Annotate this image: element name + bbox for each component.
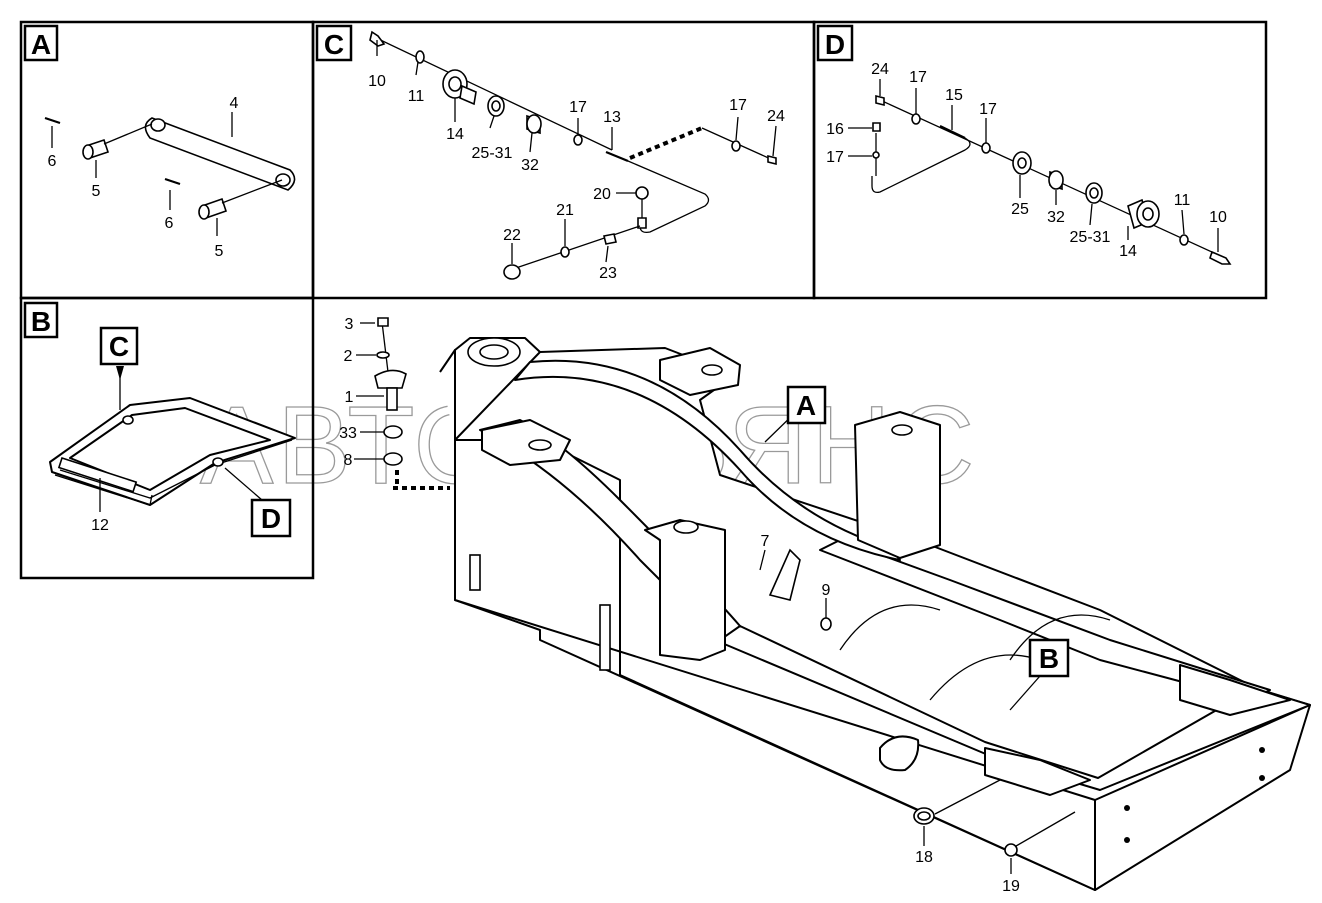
washer bbox=[415, 50, 425, 64]
roll-pin-lower bbox=[164, 177, 181, 186]
label-7: 7 bbox=[761, 533, 770, 550]
label-10: 10 bbox=[368, 73, 386, 90]
label-6: 6 bbox=[48, 153, 57, 170]
main-frame-drawing bbox=[354, 317, 1311, 891]
label-23: 23 bbox=[599, 265, 617, 282]
svg-text:B: B bbox=[31, 306, 51, 337]
svg-text:C: C bbox=[324, 29, 344, 60]
label-10-d: 10 bbox=[1209, 209, 1227, 226]
svg-text:D: D bbox=[825, 29, 845, 60]
callout-d-box: D bbox=[250, 498, 292, 538]
seal-ring-17 bbox=[911, 113, 921, 125]
grease-pipe bbox=[605, 150, 629, 163]
label-8: 8 bbox=[344, 452, 353, 469]
panel-d-tag: D bbox=[816, 24, 854, 62]
label-24: 24 bbox=[767, 108, 785, 125]
label-19: 19 bbox=[1002, 878, 1020, 895]
callout-c-box: C bbox=[99, 326, 139, 366]
label-17-d2: 17 bbox=[979, 101, 997, 118]
label-17: 17 bbox=[569, 99, 587, 116]
panel-a-frame bbox=[19, 20, 315, 300]
panel-c-drawing bbox=[369, 30, 777, 280]
label-15: 15 bbox=[945, 87, 963, 104]
panel-b-drawing bbox=[49, 366, 296, 512]
grease-pipe-15 bbox=[939, 125, 966, 139]
svg-text:D: D bbox=[261, 503, 281, 534]
washer-11 bbox=[1179, 234, 1189, 246]
callout-b-box: B bbox=[1028, 638, 1070, 678]
bolt-10 bbox=[1209, 250, 1232, 265]
link-bar bbox=[144, 117, 296, 191]
svg-text:B: B bbox=[1039, 643, 1059, 674]
label-32: 32 bbox=[521, 157, 539, 174]
label-25-31-d: 25-31 bbox=[1070, 229, 1111, 246]
label-17-d3: 17 bbox=[826, 149, 844, 166]
label-5-lower: 5 bbox=[215, 243, 224, 260]
label-24-d: 24 bbox=[871, 61, 889, 78]
panel-d-drawing bbox=[848, 79, 1232, 265]
label-14: 14 bbox=[446, 126, 464, 143]
label-21: 21 bbox=[556, 202, 574, 219]
label-9: 9 bbox=[822, 582, 831, 599]
panel-b-tag: B bbox=[23, 301, 59, 339]
grease-nipple-24 bbox=[875, 94, 885, 107]
fitting-16 bbox=[872, 122, 881, 132]
plug bbox=[503, 264, 521, 280]
label-11-d: 11 bbox=[1174, 192, 1191, 209]
label-32-d: 32 bbox=[1047, 209, 1065, 226]
label-6-lower: 6 bbox=[165, 215, 174, 232]
label-17-right: 17 bbox=[729, 97, 747, 114]
bolt bbox=[369, 30, 386, 47]
label-14-d: 14 bbox=[1119, 243, 1137, 260]
label-11: 11 bbox=[408, 88, 425, 105]
adapter bbox=[603, 233, 617, 245]
callout-a-box: A bbox=[786, 385, 827, 425]
label-18: 18 bbox=[915, 849, 933, 866]
label-4: 4 bbox=[230, 95, 239, 112]
roll-pin bbox=[44, 116, 61, 125]
label-20: 20 bbox=[593, 186, 611, 203]
panel-d-frame bbox=[812, 20, 1268, 300]
grease-nipple bbox=[635, 186, 649, 200]
panel-b-frame bbox=[19, 296, 315, 580]
panel-a-drawing bbox=[44, 112, 296, 236]
svg-text:C: C bbox=[109, 331, 129, 362]
panel-c-tag: C bbox=[315, 24, 353, 62]
svg-text:A: A bbox=[31, 29, 51, 60]
svg-text:A: A bbox=[796, 390, 816, 421]
label-3: 3 bbox=[345, 316, 354, 333]
panel-a-tag: A bbox=[23, 24, 59, 62]
seal-ring bbox=[573, 134, 583, 146]
label-5: 5 bbox=[92, 183, 101, 200]
label-25-31: 25-31 bbox=[472, 145, 513, 162]
washer-21 bbox=[560, 246, 570, 258]
label-17-d1: 17 bbox=[909, 69, 927, 86]
label-25: 25 bbox=[1011, 201, 1029, 218]
label-1: 1 bbox=[345, 389, 354, 406]
label-16: 16 bbox=[826, 121, 844, 138]
label-33: 33 bbox=[339, 425, 357, 442]
label-22: 22 bbox=[503, 227, 521, 244]
label-12: 12 bbox=[91, 517, 109, 534]
label-2: 2 bbox=[344, 348, 353, 365]
label-13: 13 bbox=[603, 109, 621, 126]
